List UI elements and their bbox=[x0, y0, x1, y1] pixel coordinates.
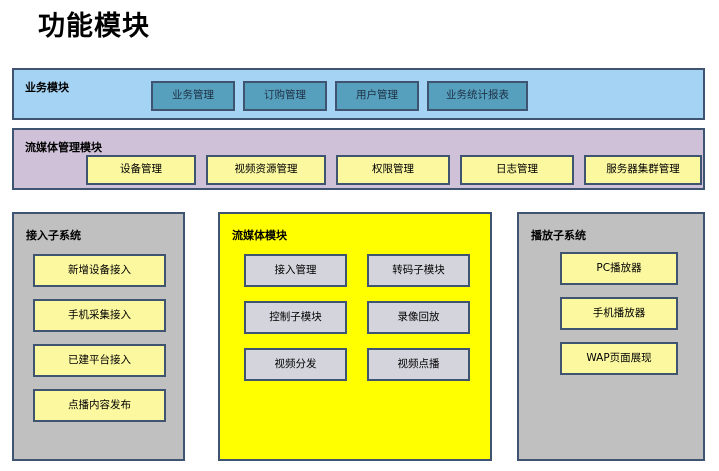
stream-manage-button-2[interactable]: 权限管理 bbox=[336, 155, 450, 185]
stream-manage-button-3[interactable]: 日志管理 bbox=[460, 155, 574, 185]
business-button-3[interactable]: 业务统计报表 bbox=[427, 81, 528, 111]
stream-module-title: 流媒体模块 bbox=[232, 229, 287, 242]
stream-module-panel: 流媒体模块 接入管理 转码子模块 控制子模块 录像回放 视频分发 视频点播 bbox=[218, 212, 492, 461]
stream-manage-button-4[interactable]: 服务器集群管理 bbox=[584, 155, 702, 185]
stream-manage-module-panel: 流媒体管理模块 设备管理 视频资源管理 权限管理 日志管理 服务器集群管理 bbox=[12, 128, 705, 190]
stream-module-button-4[interactable]: 视频分发 bbox=[244, 348, 347, 381]
stream-module-button-5[interactable]: 视频点播 bbox=[367, 348, 470, 381]
stream-manage-button-1[interactable]: 视频资源管理 bbox=[206, 155, 326, 185]
stream-module-button-3[interactable]: 录像回放 bbox=[367, 301, 470, 334]
stream-manage-module-button-row: 设备管理 视频资源管理 权限管理 日志管理 服务器集群管理 bbox=[86, 155, 702, 185]
stream-manage-module-title: 流媒体管理模块 bbox=[25, 141, 102, 154]
business-button-2[interactable]: 用户管理 bbox=[335, 81, 419, 111]
stream-module-button-1[interactable]: 转码子模块 bbox=[367, 254, 470, 287]
play-button-0[interactable]: PC播放器 bbox=[560, 252, 678, 285]
stream-module-button-2[interactable]: 控制子模块 bbox=[244, 301, 347, 334]
business-button-1[interactable]: 订购管理 bbox=[243, 81, 327, 111]
business-module-title: 业务模块 bbox=[25, 81, 69, 94]
access-button-2[interactable]: 已建平台接入 bbox=[33, 344, 166, 377]
play-button-1[interactable]: 手机播放器 bbox=[560, 297, 678, 330]
page-title: 功能模块 bbox=[38, 11, 150, 42]
access-subsystem-title: 接入子系统 bbox=[26, 229, 81, 242]
play-button-2[interactable]: WAP页面展现 bbox=[560, 342, 678, 375]
play-subsystem-panel: 播放子系统 PC播放器 手机播放器 WAP页面展现 bbox=[517, 212, 705, 461]
play-subsystem-button-list: PC播放器 手机播放器 WAP页面展现 bbox=[560, 252, 678, 375]
business-button-0[interactable]: 业务管理 bbox=[151, 81, 235, 111]
access-subsystem-panel: 接入子系统 新增设备接入 手机采集接入 已建平台接入 点播内容发布 bbox=[12, 212, 185, 461]
business-module-button-row: 业务管理 订购管理 用户管理 业务统计报表 bbox=[151, 80, 528, 112]
stream-manage-button-0[interactable]: 设备管理 bbox=[86, 155, 196, 185]
access-button-3[interactable]: 点播内容发布 bbox=[33, 389, 166, 422]
business-module-panel: 业务模块 业务管理 订购管理 用户管理 业务统计报表 bbox=[12, 68, 705, 120]
access-button-1[interactable]: 手机采集接入 bbox=[33, 299, 166, 332]
stream-module-button-grid: 接入管理 转码子模块 控制子模块 录像回放 视频分发 视频点播 bbox=[244, 254, 470, 381]
access-subsystem-button-list: 新增设备接入 手机采集接入 已建平台接入 点播内容发布 bbox=[33, 254, 166, 422]
stream-module-button-0[interactable]: 接入管理 bbox=[244, 254, 347, 287]
play-subsystem-title: 播放子系统 bbox=[531, 229, 586, 242]
access-button-0[interactable]: 新增设备接入 bbox=[33, 254, 166, 287]
